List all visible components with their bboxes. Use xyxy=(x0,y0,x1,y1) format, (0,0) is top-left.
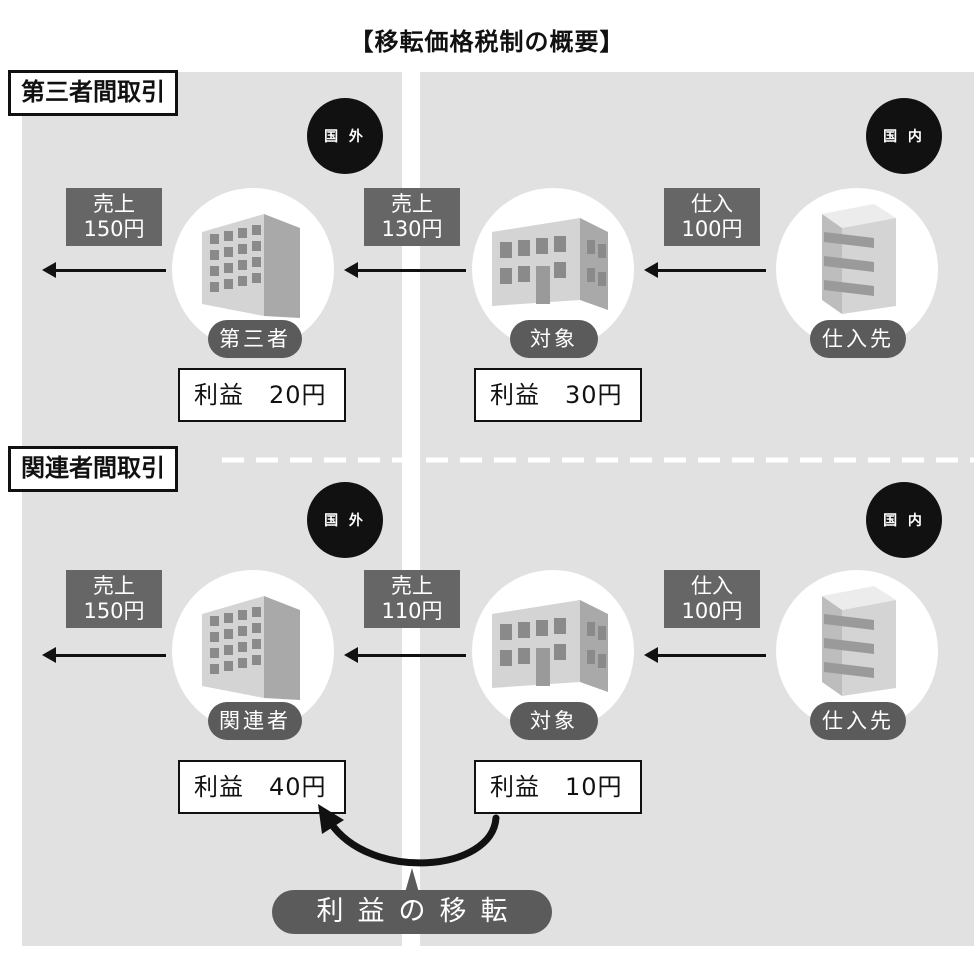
flow-purchase: 仕入 100円 xyxy=(664,570,760,628)
region-abroad-badge: 国 外 xyxy=(307,482,383,558)
entity-circle-middle xyxy=(472,188,634,350)
office-tower-icon xyxy=(202,214,300,318)
entity-label-supplier: 仕入先 xyxy=(810,320,906,358)
flow-amount: 100円 xyxy=(681,599,743,623)
flow-label: 仕入 xyxy=(691,192,733,216)
flow-label: 仕入 xyxy=(691,574,733,598)
section-label-third-party: 第三者間取引 xyxy=(8,70,178,116)
flow-amount: 110円 xyxy=(381,599,443,623)
entity-label-supplier: 仕入先 xyxy=(810,702,906,740)
region-abroad-badge: 国 外 xyxy=(307,98,383,174)
diagram-title: 【移転価格税制の概要】 xyxy=(349,28,625,56)
flow-sale-out: 売上 150円 xyxy=(66,570,162,628)
flow-sale-mid: 売上 110円 xyxy=(364,570,460,628)
arrow-sale-out xyxy=(42,647,166,663)
entity-label-related-party: 関連者 xyxy=(208,702,302,740)
profit-box-left: 利益 40円 xyxy=(178,760,346,814)
office-tower-icon xyxy=(202,596,300,700)
transfer-pointer xyxy=(404,868,420,896)
flow-label: 売上 xyxy=(93,574,135,598)
arrow-sale-mid xyxy=(344,647,466,663)
warehouse-icon xyxy=(822,204,896,314)
profit-box-middle: 利益 30円 xyxy=(474,368,642,422)
arrow-purchase xyxy=(644,647,766,663)
profit-box-left: 利益 20円 xyxy=(178,368,346,422)
entity-circle-left xyxy=(172,188,334,350)
section-label-related-party: 関連者間取引 xyxy=(8,446,178,492)
flow-amount: 150円 xyxy=(83,217,145,241)
flow-amount: 100円 xyxy=(681,217,743,241)
entity-circle-left xyxy=(172,570,334,732)
transfer-curve-arrow xyxy=(326,814,500,867)
profit-box-middle: 利益 10円 xyxy=(474,760,642,814)
arrow-purchase xyxy=(644,262,766,278)
transfer-label: 利益の移転 xyxy=(272,890,552,934)
arrow-sale-out xyxy=(42,262,166,278)
region-domestic-badge: 国 内 xyxy=(866,482,942,558)
flow-label: 売上 xyxy=(93,192,135,216)
region-domestic-badge: 国 内 xyxy=(866,98,942,174)
office-building-icon xyxy=(492,600,608,692)
entity-label-third-party: 第三者 xyxy=(208,320,302,358)
flow-purchase: 仕入 100円 xyxy=(664,188,760,246)
flow-amount: 130円 xyxy=(381,217,443,241)
warehouse-icon xyxy=(822,586,896,696)
flow-label: 売上 xyxy=(391,574,433,598)
flow-amount: 150円 xyxy=(83,599,145,623)
entity-label-target: 対象 xyxy=(510,702,598,740)
flow-sale-out: 売上 150円 xyxy=(66,188,162,246)
transfer-arrowhead-icon xyxy=(318,804,344,834)
flow-label: 売上 xyxy=(391,192,433,216)
entity-circle-right xyxy=(776,570,938,732)
entity-label-target: 対象 xyxy=(510,320,598,358)
office-building-icon xyxy=(492,218,608,310)
arrow-sale-mid xyxy=(344,262,466,278)
flow-sale-mid: 売上 130円 xyxy=(364,188,460,246)
